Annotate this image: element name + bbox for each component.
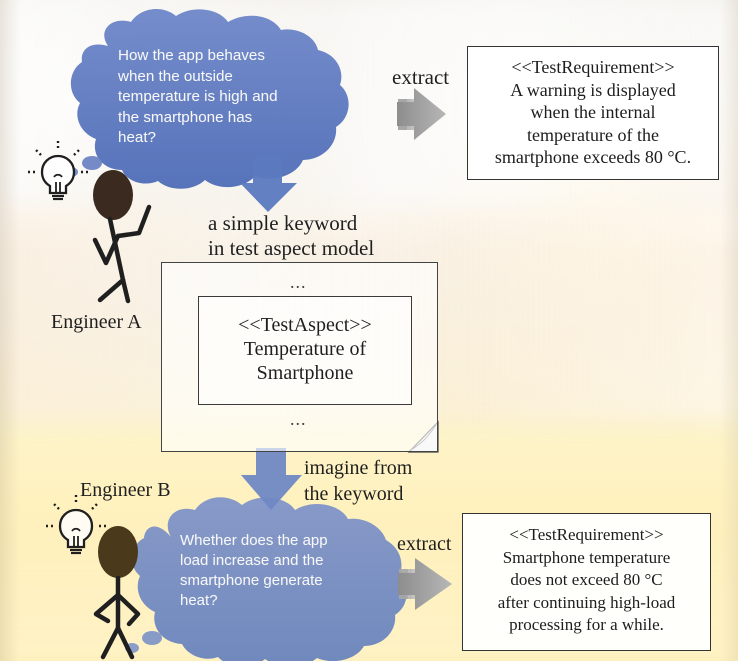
aspect-ellipsis-top: ...: [290, 272, 307, 292]
top-question-line: temperature is high and: [118, 88, 278, 106]
test-aspect-inner-box: <<TestAspect>> Temperature of Smartphone: [198, 296, 412, 405]
requirement-bottom-line: processing for a while.: [509, 615, 664, 634]
requirement-bottom-line: after continuing high-load: [497, 592, 676, 612]
imagine-caption-line: imagine from: [304, 457, 413, 479]
bottom-question-text: Whether does the app load increase and t…: [180, 531, 328, 611]
aspect-line: Smartphone: [256, 362, 354, 384]
imagine-caption: imagine from the keyword: [304, 455, 412, 507]
bulb-a-icon: [28, 139, 88, 201]
top-question-text: How the app behaves when the outside tem…: [118, 46, 278, 149]
top-question-line: heat?: [118, 129, 157, 147]
down-arrow-top: [240, 157, 297, 212]
aspect-ellipsis-bottom: ...: [290, 409, 307, 429]
aspect-title: <<TestAspect>>: [238, 314, 372, 336]
bottom-question-line: Whether does the app: [180, 532, 328, 549]
test-requirement-box-top: <<TestRequirement>> A warning is display…: [467, 46, 719, 180]
imagine-caption-line: the keyword: [304, 483, 404, 505]
top-question-line: the smartphone has: [118, 108, 253, 126]
requirement-bottom-title: <<TestRequirement>>: [509, 525, 664, 544]
extract-arrow-bottom: [398, 558, 452, 610]
engineer-a-figure: [28, 139, 152, 304]
test-requirement-box-bottom: <<TestRequirement>> Smartphone temperatu…: [462, 513, 711, 651]
extract-label-bottom: extract: [397, 533, 452, 555]
keyword-caption-line: in test aspect model: [208, 236, 375, 260]
requirement-bottom-line: Smartphone temperature: [502, 547, 671, 567]
left-shadow: [0, 0, 20, 661]
requirement-top-title: <<TestRequirement>>: [511, 57, 675, 77]
top-question-line: when the outside: [118, 67, 233, 85]
right-shadow: [720, 0, 738, 661]
engineer-b-label: Engineer B: [80, 479, 171, 501]
aspect-line: Temperature of: [243, 338, 367, 360]
requirement-top-line: temperature of the: [527, 124, 659, 145]
keyword-caption: a simple keyword in test aspect model: [208, 211, 374, 261]
engineer-a-label: Engineer A: [51, 311, 142, 333]
requirement-top-line: smartphone exceeds 80 °C.: [494, 147, 692, 167]
requirement-bottom-line: does not exceed 80 °C: [510, 570, 663, 589]
bottom-question-line: smartphone generate: [180, 572, 323, 589]
keyword-caption-line: a simple keyword: [208, 211, 358, 235]
down-arrow-middle: [241, 448, 302, 510]
top-question-line: How the app behaves: [118, 47, 265, 64]
requirement-top-line: when the internal: [530, 102, 656, 122]
extract-arrow-top: [397, 88, 446, 140]
bulb-b-icon: [46, 493, 106, 555]
bottom-question-line: heat?: [180, 592, 218, 609]
bottom-question-line: load increase and the: [180, 552, 324, 569]
requirement-top-line: A warning is displayed: [510, 79, 676, 100]
engineer-b-figure: [46, 493, 141, 660]
extract-label-top: extract: [392, 65, 450, 89]
